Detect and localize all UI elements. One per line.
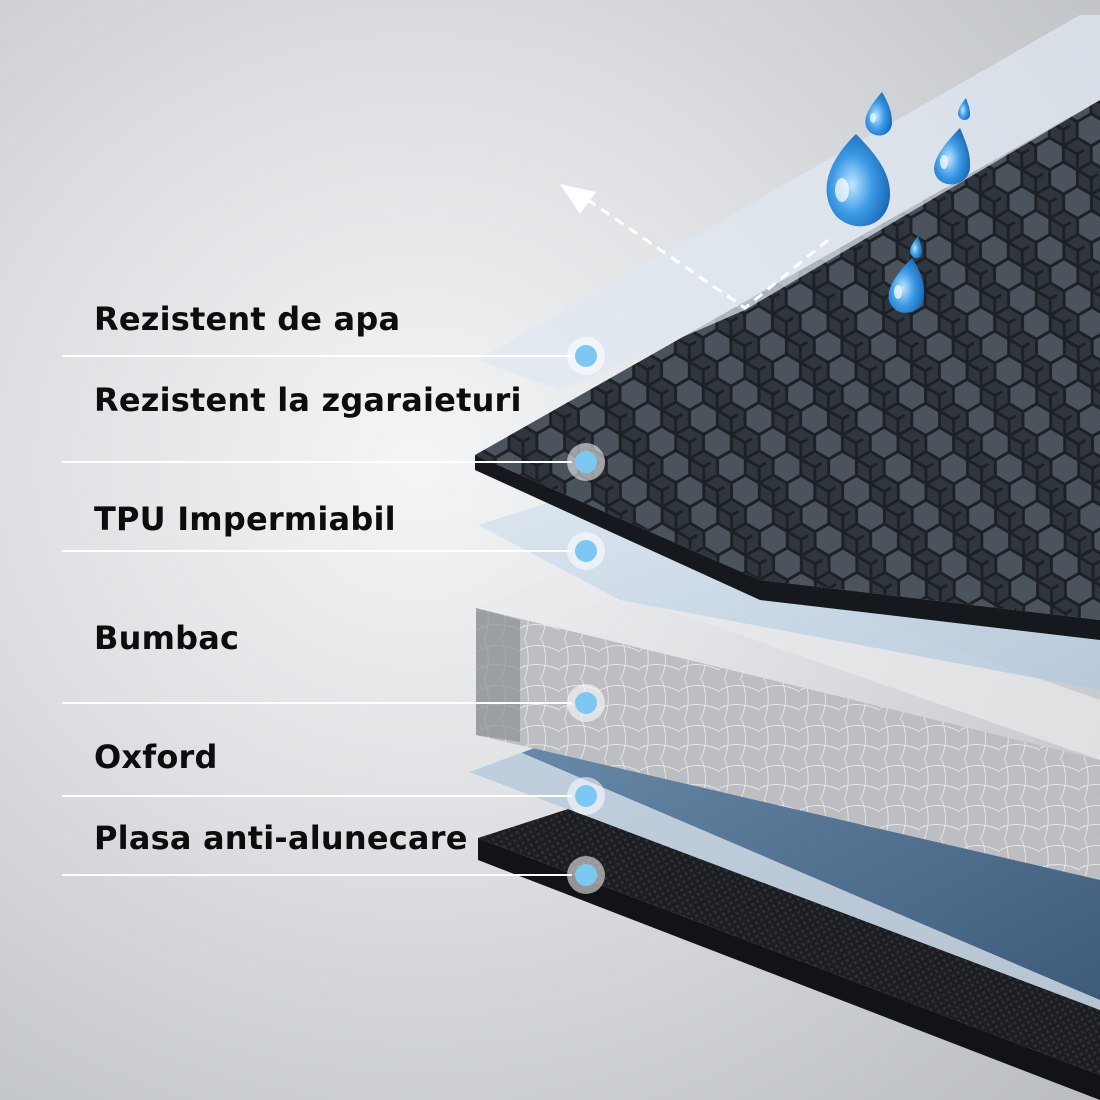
marker-dot-oxford bbox=[575, 785, 597, 807]
label-scratch-resistant: Rezistent la zgaraieturi bbox=[94, 381, 522, 419]
water-resistant-film bbox=[478, 15, 1100, 390]
water-drop-icon bbox=[865, 92, 892, 136]
label-oxford: Oxford bbox=[94, 738, 218, 776]
marker-dot-water-resistant bbox=[575, 345, 597, 367]
mesh-layer bbox=[478, 760, 1100, 1075]
water-drop-icon bbox=[934, 128, 971, 185]
label-anti-slip-mesh: Plasa anti-alunecare bbox=[94, 819, 468, 857]
cotton-layer bbox=[476, 608, 1100, 880]
hex-fabric-layer bbox=[475, 100, 1100, 620]
water-drop-icon bbox=[888, 258, 925, 313]
marker-dot-tpu-waterproof bbox=[575, 540, 597, 562]
evaporation-arrow-icon bbox=[560, 184, 829, 310]
leader-lines bbox=[62, 337, 605, 894]
label-tpu-waterproof: TPU Impermiabil bbox=[94, 500, 396, 538]
marker-dot-scratch-resistant bbox=[575, 451, 597, 473]
marker-dot-cotton bbox=[575, 692, 597, 714]
water-drop-icon bbox=[910, 236, 922, 259]
marker-dot-anti-slip-mesh bbox=[575, 864, 597, 886]
water-drop-icon bbox=[958, 98, 970, 121]
label-cotton: Bumbac bbox=[94, 619, 240, 657]
water-drop-icon bbox=[826, 134, 890, 227]
label-water-resistant: Rezistent de apa bbox=[94, 300, 401, 338]
